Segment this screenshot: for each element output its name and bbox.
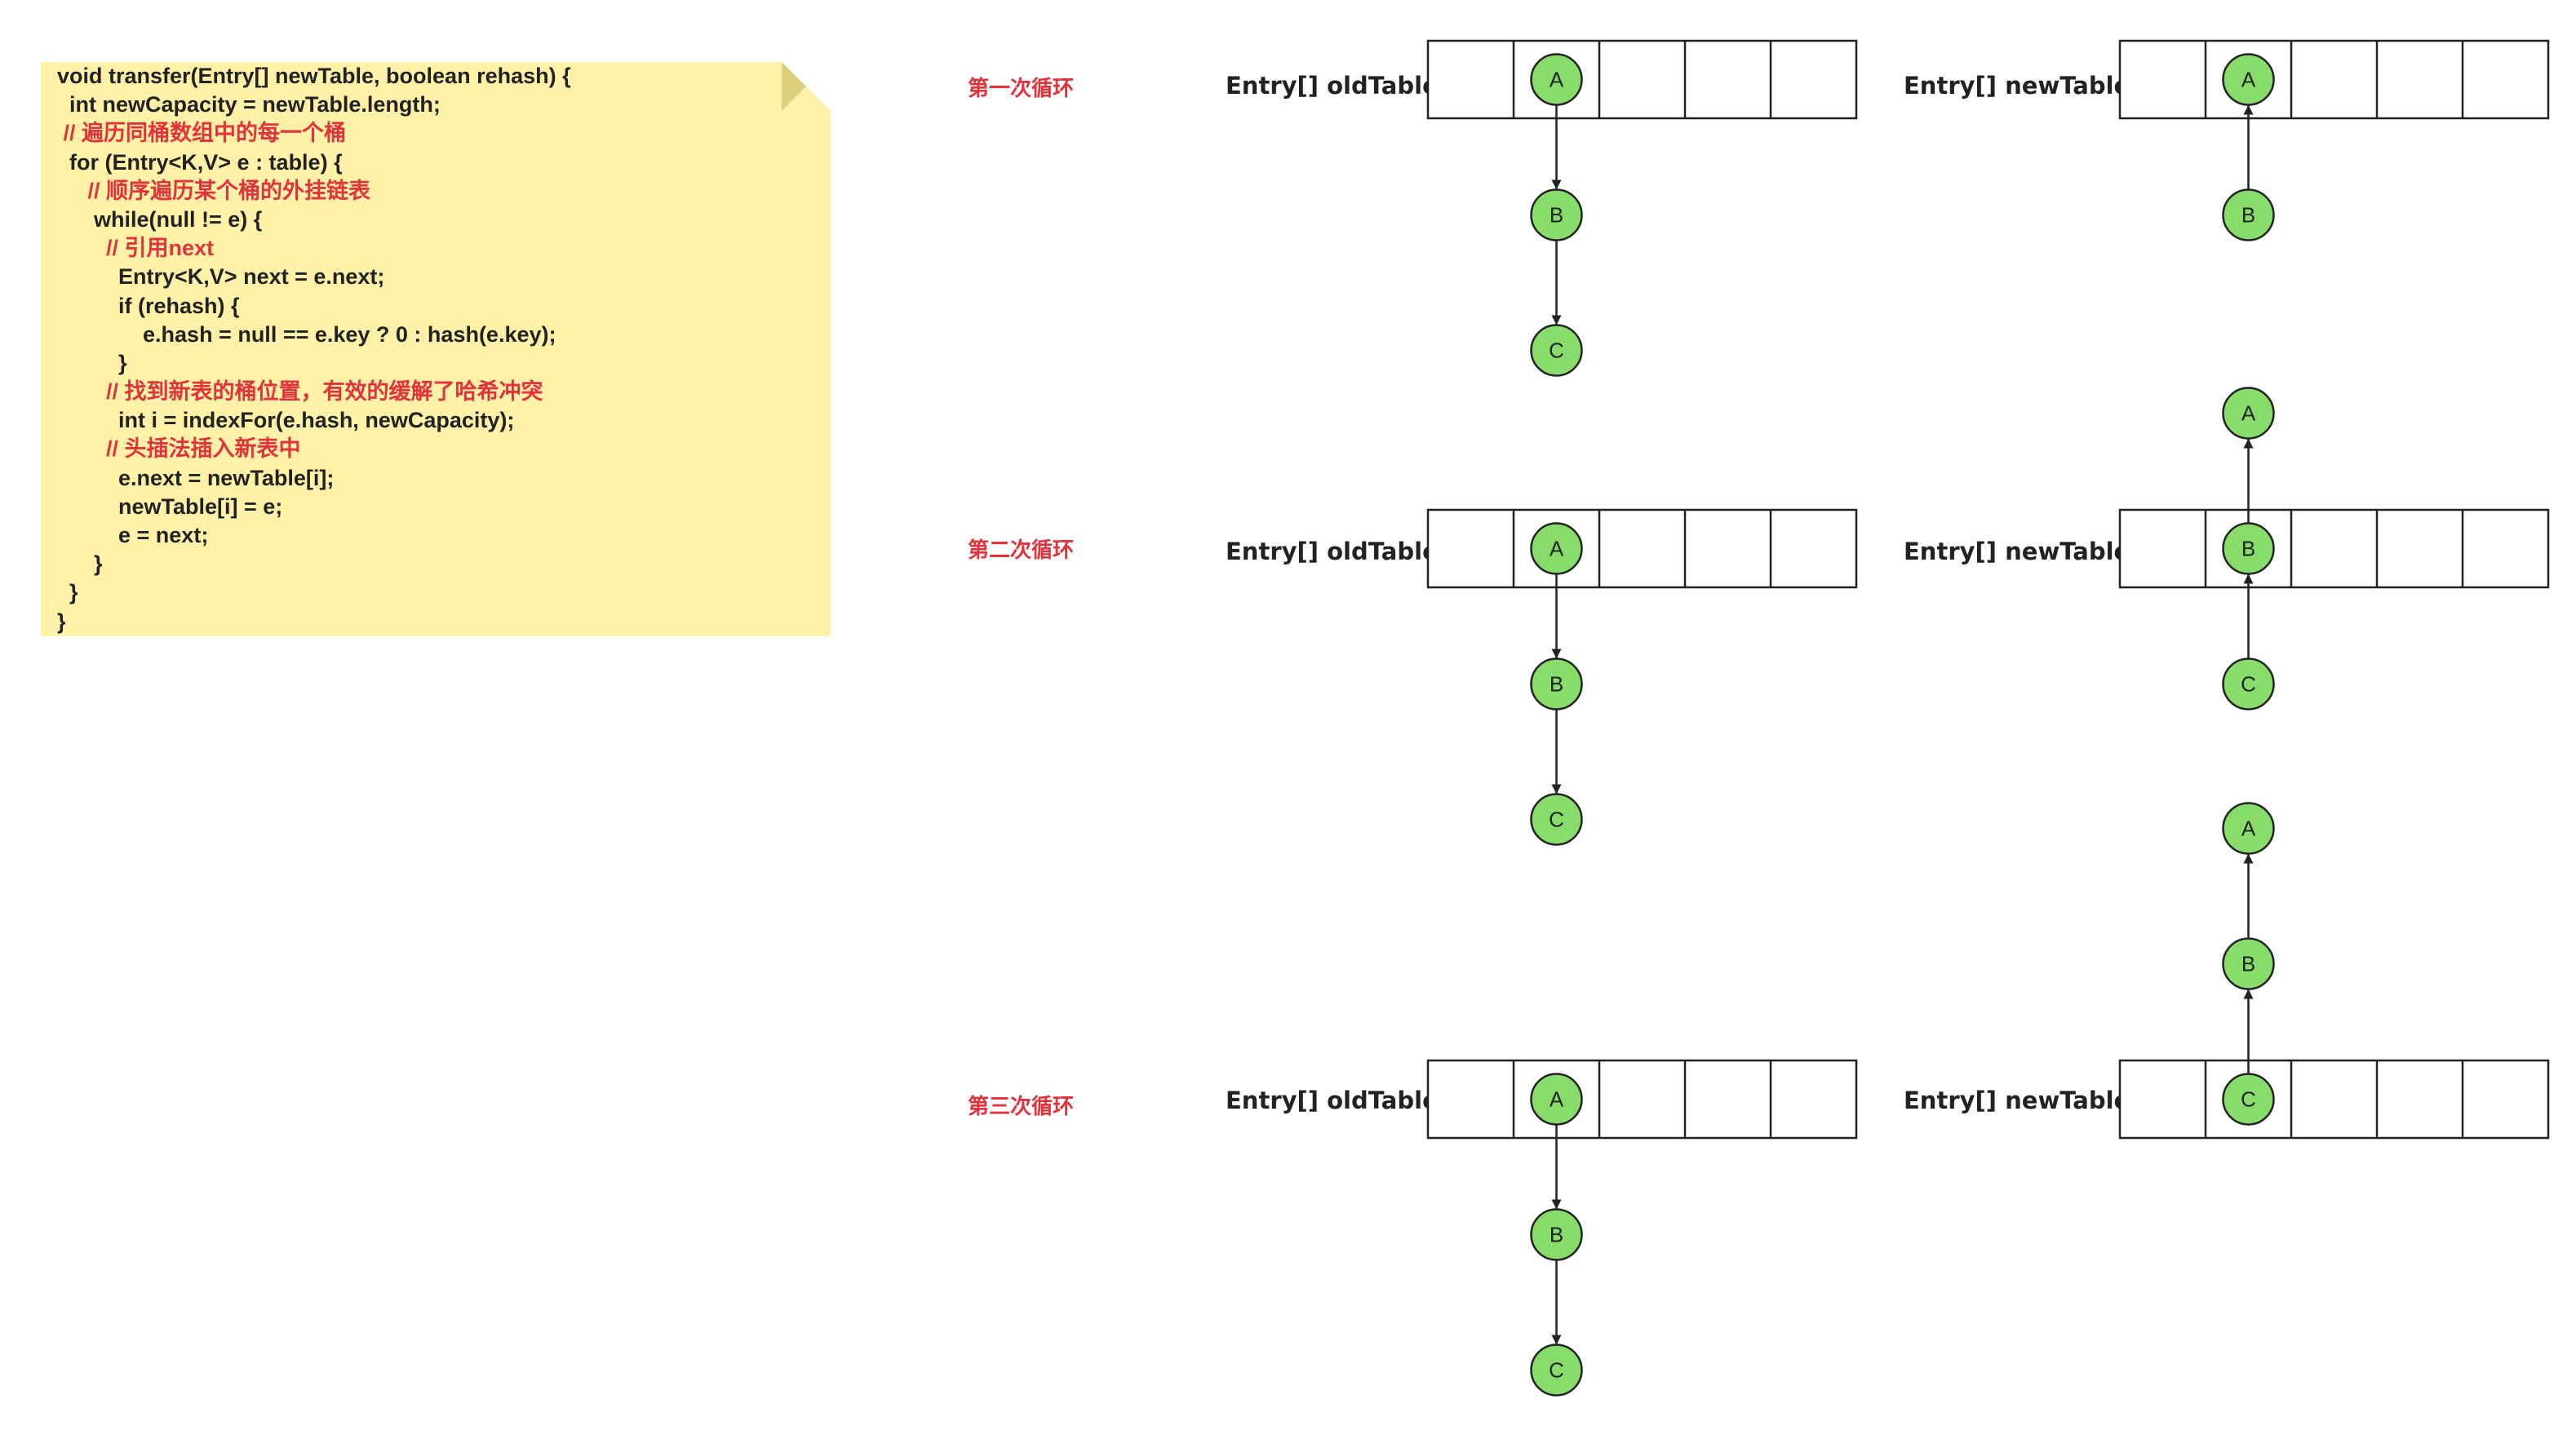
code-block: void transfer(Entry[] newTable, boolean …	[57, 62, 571, 636]
pass-label-3: 第三次循环	[968, 1095, 1075, 1119]
new-table-label-2: Entry[] newTable	[1904, 538, 2130, 565]
code-line: e = next;	[57, 523, 209, 547]
new-table-2	[2118, 508, 2550, 589]
old-table-label-1: Entry[] oldTable	[1226, 72, 1439, 100]
new-node-b-1-label: B	[2241, 203, 2255, 228]
code-line: }	[57, 609, 66, 634]
new-node-a-3-label: A	[2241, 817, 2256, 841]
code-comment-line: // 找到新表的桶位置，有效的缓解了哈希冲突	[57, 379, 543, 405]
new-node-c-3-label: C	[2241, 1087, 2256, 1112]
old-node-a-1-label: A	[1550, 68, 1564, 92]
note-fold-corner	[782, 62, 831, 111]
code-comment-line: // 引用next	[57, 236, 215, 261]
code-line: e.next = newTable[i];	[57, 465, 335, 490]
old-node-c-2-label: C	[1549, 808, 1564, 832]
old-table-3	[1426, 1059, 1858, 1140]
code-line: Entry<K,V> next = e.next;	[57, 264, 385, 290]
old-table-label-3: Entry[] oldTable	[1226, 1087, 1439, 1114]
old-table-2	[1426, 508, 1858, 589]
code-comment-line: // 头插法插入新表中	[57, 436, 301, 462]
pass-label-1: 第一次循环	[968, 77, 1075, 101]
code-note: void transfer(Entry[] newTable, boolean …	[41, 62, 831, 636]
old-node-a-2-label: A	[1550, 537, 1564, 561]
old-node-c-3-label: C	[1549, 1358, 1564, 1383]
new-node-b-2-label: B	[2241, 537, 2255, 561]
new-table-label-1: Entry[] newTable	[1904, 72, 2130, 100]
code-line: int newCapacity = newTable.length;	[57, 92, 441, 117]
new-table-label-3: Entry[] newTable	[1904, 1087, 2130, 1114]
new-node-b-3-label: B	[2241, 952, 2255, 976]
old-node-c-1-label: C	[1549, 339, 1564, 363]
old-node-a-3-label: A	[1550, 1087, 1564, 1112]
code-line: int i = indexFor(e.hash, newCapacity);	[57, 408, 515, 433]
new-node-a-1-label: A	[2241, 68, 2256, 92]
old-node-b-1-label: B	[1550, 203, 1563, 228]
new-node-c-2-label: C	[2241, 672, 2256, 697]
new-node-a-2-label: A	[2241, 401, 2256, 426]
code-line: }	[57, 350, 127, 375]
old-table-1	[1426, 39, 1858, 120]
code-line: while(null != e) {	[57, 206, 263, 232]
code-line: e.hash = null == e.key ? 0 : hash(e.key)…	[57, 321, 556, 347]
code-line: void transfer(Entry[] newTable, boolean …	[57, 64, 571, 88]
code-comment-line: // 遍历同桶数组中的每一个桶	[57, 121, 347, 146]
pass-label-2: 第二次循环	[968, 538, 1075, 563]
old-node-b-3-label: B	[1550, 1223, 1563, 1247]
new-table-1	[2118, 39, 2550, 120]
code-line: }	[57, 551, 103, 577]
old-node-b-2-label: B	[1550, 672, 1563, 697]
new-table-3	[2118, 1059, 2550, 1140]
code-line: for (Entry<K,V> e : table) {	[57, 149, 343, 175]
code-line: newTable[i] = e;	[57, 494, 283, 519]
code-line: }	[57, 580, 78, 605]
code-comment-line: // 顺序遍历某个桶的外挂链表	[57, 178, 371, 203]
code-line: if (rehash) {	[57, 293, 240, 318]
old-table-label-2: Entry[] oldTable	[1226, 538, 1439, 565]
